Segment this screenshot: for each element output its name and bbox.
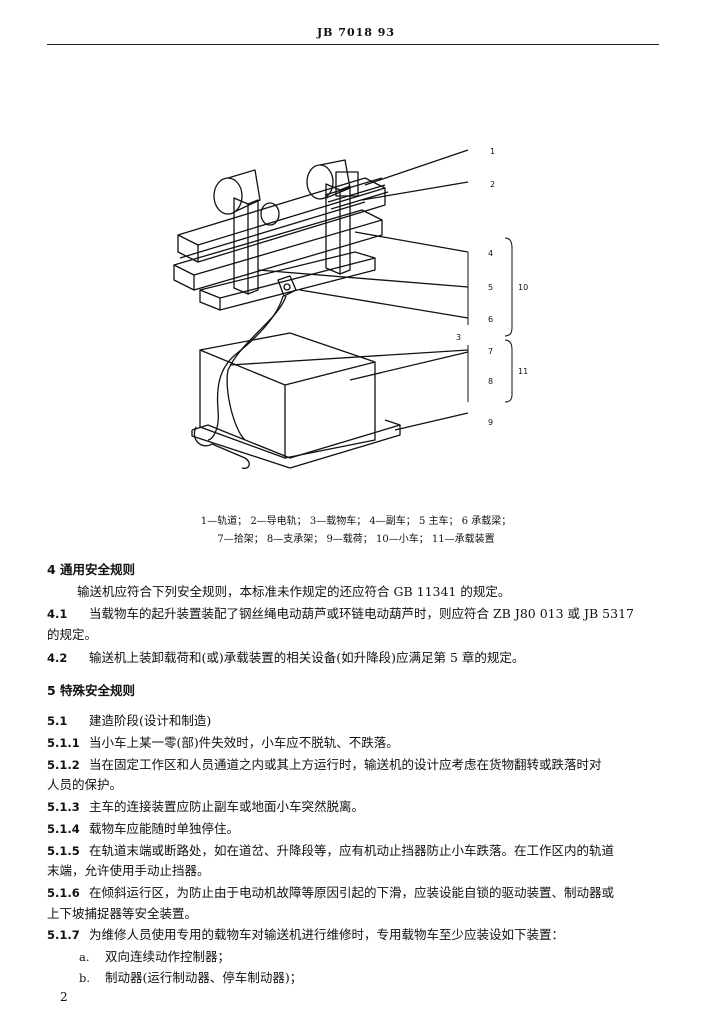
clause-5-1-2-continued: 人员的保护。 xyxy=(47,777,123,792)
header-rule xyxy=(47,44,659,45)
clause-5-1-6-continued: 上下坡捕捉器等安全装置。 xyxy=(47,906,198,921)
conveyor-trolley-figure: 1 2 3 4 5 6 7 8 9 10 11 xyxy=(173,147,528,469)
callout-11: 11 xyxy=(518,367,528,376)
clause-5-1-5-continued: 末端，允许使用手动止挡器。 xyxy=(47,863,210,878)
clause-5-1-3: 5.1.3 主车的连接装置应防止副车或地面小车突然脱离。 xyxy=(47,799,662,815)
clause-4-2: 4.2 输送机上装卸载荷和(或)承载装置的相关设备(如升降段)应满足第 5 章的规… xyxy=(47,650,662,666)
clause-5-1-5: 5.1.5 在轨道末端或断路处，如在道岔、升降段等，应有机动止挡器防止小车跌落。在… xyxy=(47,843,662,859)
clause-number: 5.1.2 xyxy=(47,758,80,772)
clause-4-1: 4.1 当载物车的起升装置装配了钢丝绳电动葫芦或环链电动葫芦时，则应符合 ZB J… xyxy=(47,606,662,622)
section-4-intro: 输送机应符合下列安全规则，本标准未作规定的还应符合 GB 11341 的规定。 xyxy=(77,584,511,599)
list-item-text: 双向连续动作控制器； xyxy=(105,949,231,964)
figure-legend-line-1: 1—轨道； 2—导电轨； 3—载物车； 4—副车； 5 主车； 6 承载梁； xyxy=(200,516,512,527)
section-4-title: 4 通用安全规则 xyxy=(47,562,136,577)
clause-text: 输送机上装卸载荷和(或)承载装置的相关设备(如升降段)应满足第 5 章的规定。 xyxy=(89,650,525,665)
callout-2: 2 xyxy=(490,180,495,189)
page-number: 2 xyxy=(60,990,68,1004)
figure-legend-line-2: 7—拾架； 8—支承架； 9—载荷； 10—小车； 11—承载装置 xyxy=(217,534,495,545)
clause-5-1-2: 5.1.2 当在固定工作区和人员通道之内或其上方运行时，输送机的设计应考虑在货物翻… xyxy=(47,757,662,773)
clause-text: 载物车应能随时单独停住。 xyxy=(89,821,240,836)
clause-number: 4.1 xyxy=(47,607,68,621)
clause-text: 建造阶段(设计和制造) xyxy=(89,713,212,728)
section-5-title: 5 特殊安全规则 xyxy=(47,683,136,698)
callout-5: 5 xyxy=(488,283,493,292)
clause-4-1-continued: 的规定。 xyxy=(47,627,98,642)
clause-text: 在倾斜运行区，为防止由于电动机故障等原因引起的下滑，应装设能自锁的驱动装置、制动… xyxy=(89,885,615,900)
clause-5-1-7: 5.1.7 为维修人员使用专用的载物车对输送机进行维修时，专用载物车至少应装设如下… xyxy=(47,927,662,943)
callout-9: 9 xyxy=(488,418,493,427)
clause-number: 5.1.5 xyxy=(47,844,80,858)
clause-number: 5.1.6 xyxy=(47,886,80,900)
list-marker: b. xyxy=(79,971,91,985)
clause-number: 5.1.7 xyxy=(47,928,80,942)
clause-text: 当在固定工作区和人员通道之内或其上方运行时，输送机的设计应考虑在货物翻转或跌落时… xyxy=(89,757,602,772)
clause-5-1: 5.1 建造阶段(设计和制造) xyxy=(47,713,662,729)
standard-code-header: JB 7018 93 xyxy=(316,26,396,39)
clause-number: 5.1.3 xyxy=(47,800,80,814)
list-marker: a. xyxy=(79,950,90,964)
callout-8: 8 xyxy=(488,377,493,386)
callout-7: 7 xyxy=(488,347,493,356)
callout-3: 3 xyxy=(456,333,461,342)
clause-5-1-4: 5.1.4 载物车应能随时单独停住。 xyxy=(47,821,662,837)
callout-4: 4 xyxy=(488,249,493,258)
clause-5-1-1: 5.1.1 当小车上某一零(部)件失效时，小车应不脱轨、不跌落。 xyxy=(47,735,662,751)
clause-text: 主车的连接装置应防止副车或地面小车突然脱离。 xyxy=(89,799,365,814)
clause-number: 5.1.4 xyxy=(47,822,80,836)
clause-number: 5.1.1 xyxy=(47,736,80,750)
list-item-text: 制动器(运行制动器、停车制动器)； xyxy=(105,970,303,985)
clause-text: 当载物车的起升装置装配了钢丝绳电动葫芦或环链电动葫芦时，则应符合 ZB J80 … xyxy=(89,606,634,621)
clause-text: 为维修人员使用专用的载物车对输送机进行维修时，专用载物车至少应装设如下装置： xyxy=(89,927,565,942)
callout-10: 10 xyxy=(518,283,528,292)
clause-number: 4.2 xyxy=(47,651,68,665)
list-item-a: a. 双向连续动作控制器； xyxy=(47,949,694,965)
list-item-b: b. 制动器(运行制动器、停车制动器)； xyxy=(47,970,694,986)
clause-5-1-6: 5.1.6 在倾斜运行区，为防止由于电动机故障等原因引起的下滑，应装设能自锁的驱动… xyxy=(47,885,662,901)
callout-1: 1 xyxy=(490,147,495,156)
callout-6: 6 xyxy=(488,315,493,324)
clause-number: 5.1 xyxy=(47,714,68,728)
clause-text: 当小车上某一零(部)件失效时，小车应不脱轨、不跌落。 xyxy=(89,735,399,750)
clause-text: 在轨道末端或断路处，如在道岔、升降段等，应有机动止挡器防止小车跌落。在工作区内的… xyxy=(89,843,615,858)
